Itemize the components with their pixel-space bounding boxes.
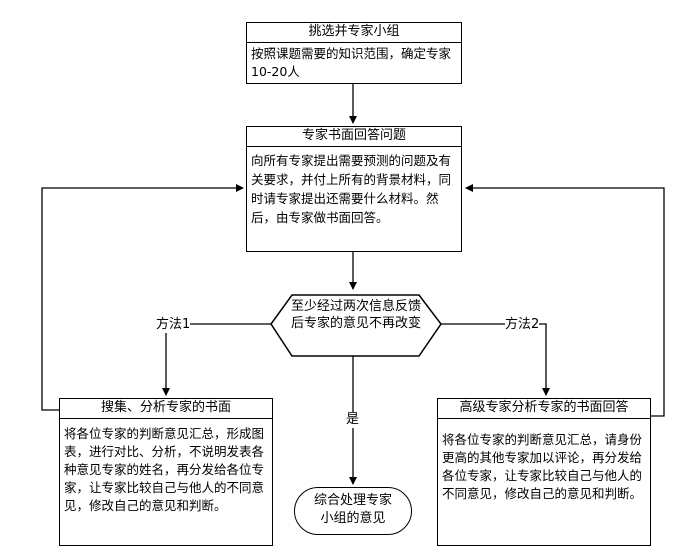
method1-title: 搜集、分析专家的书面 [60,399,272,419]
arrow-method1-loop [41,184,244,411]
arrow-method2-loop [465,184,665,417]
method1-label: 方法1 [156,317,191,333]
step1-body: 按照课题需要的知识范围，确定专家10-20人 [251,46,452,79]
step2-body: 向所有专家提出需要预测的问题及有关要求，并付上所有的背景材料，同时请专家提出还需… [251,153,452,225]
step2-box: 专家书面回答问题 向所有专家提出需要预测的问题及有关要求，并付上所有的背景材料，… [246,126,462,252]
arrow-decision-to-method1 [162,323,271,396]
method2-title: 高级专家分析专家的书面回答 [438,399,650,419]
method2-body: 将各位专家的判断意见汇总，请身份更高的其他专家加以评论，再分发给各位专家，让专家… [442,432,643,501]
arrow-decision-to-method2 [441,323,550,396]
method2-box: 高级专家分析专家的书面回答 将各位专家的判断意见汇总，请身份更高的其他专家加以评… [437,398,651,546]
method1-box: 搜集、分析专家的书面 将各位专家的判断意见汇总，形成图表，进行对比、分析，不说明… [59,398,273,546]
yes-label: 是 [346,412,360,428]
step1-box: 挑选并专家小组 按照课题需要的知识范围，确定专家10-20人 [246,22,462,84]
decision-text: 至少经过两次信息反馈后专家的意见不再改变 [291,299,422,331]
step1-title: 挑选并专家小组 [247,23,461,43]
result-oval: 综合处理专家小组的意见 [294,487,412,535]
method2-label: 方法2 [505,317,540,333]
step2-title: 专家书面回答问题 [247,127,461,147]
method1-body: 将各位专家的判断意见汇总，形成图表，进行对比、分析，不说明发表各种意见专家的姓名… [64,426,265,513]
